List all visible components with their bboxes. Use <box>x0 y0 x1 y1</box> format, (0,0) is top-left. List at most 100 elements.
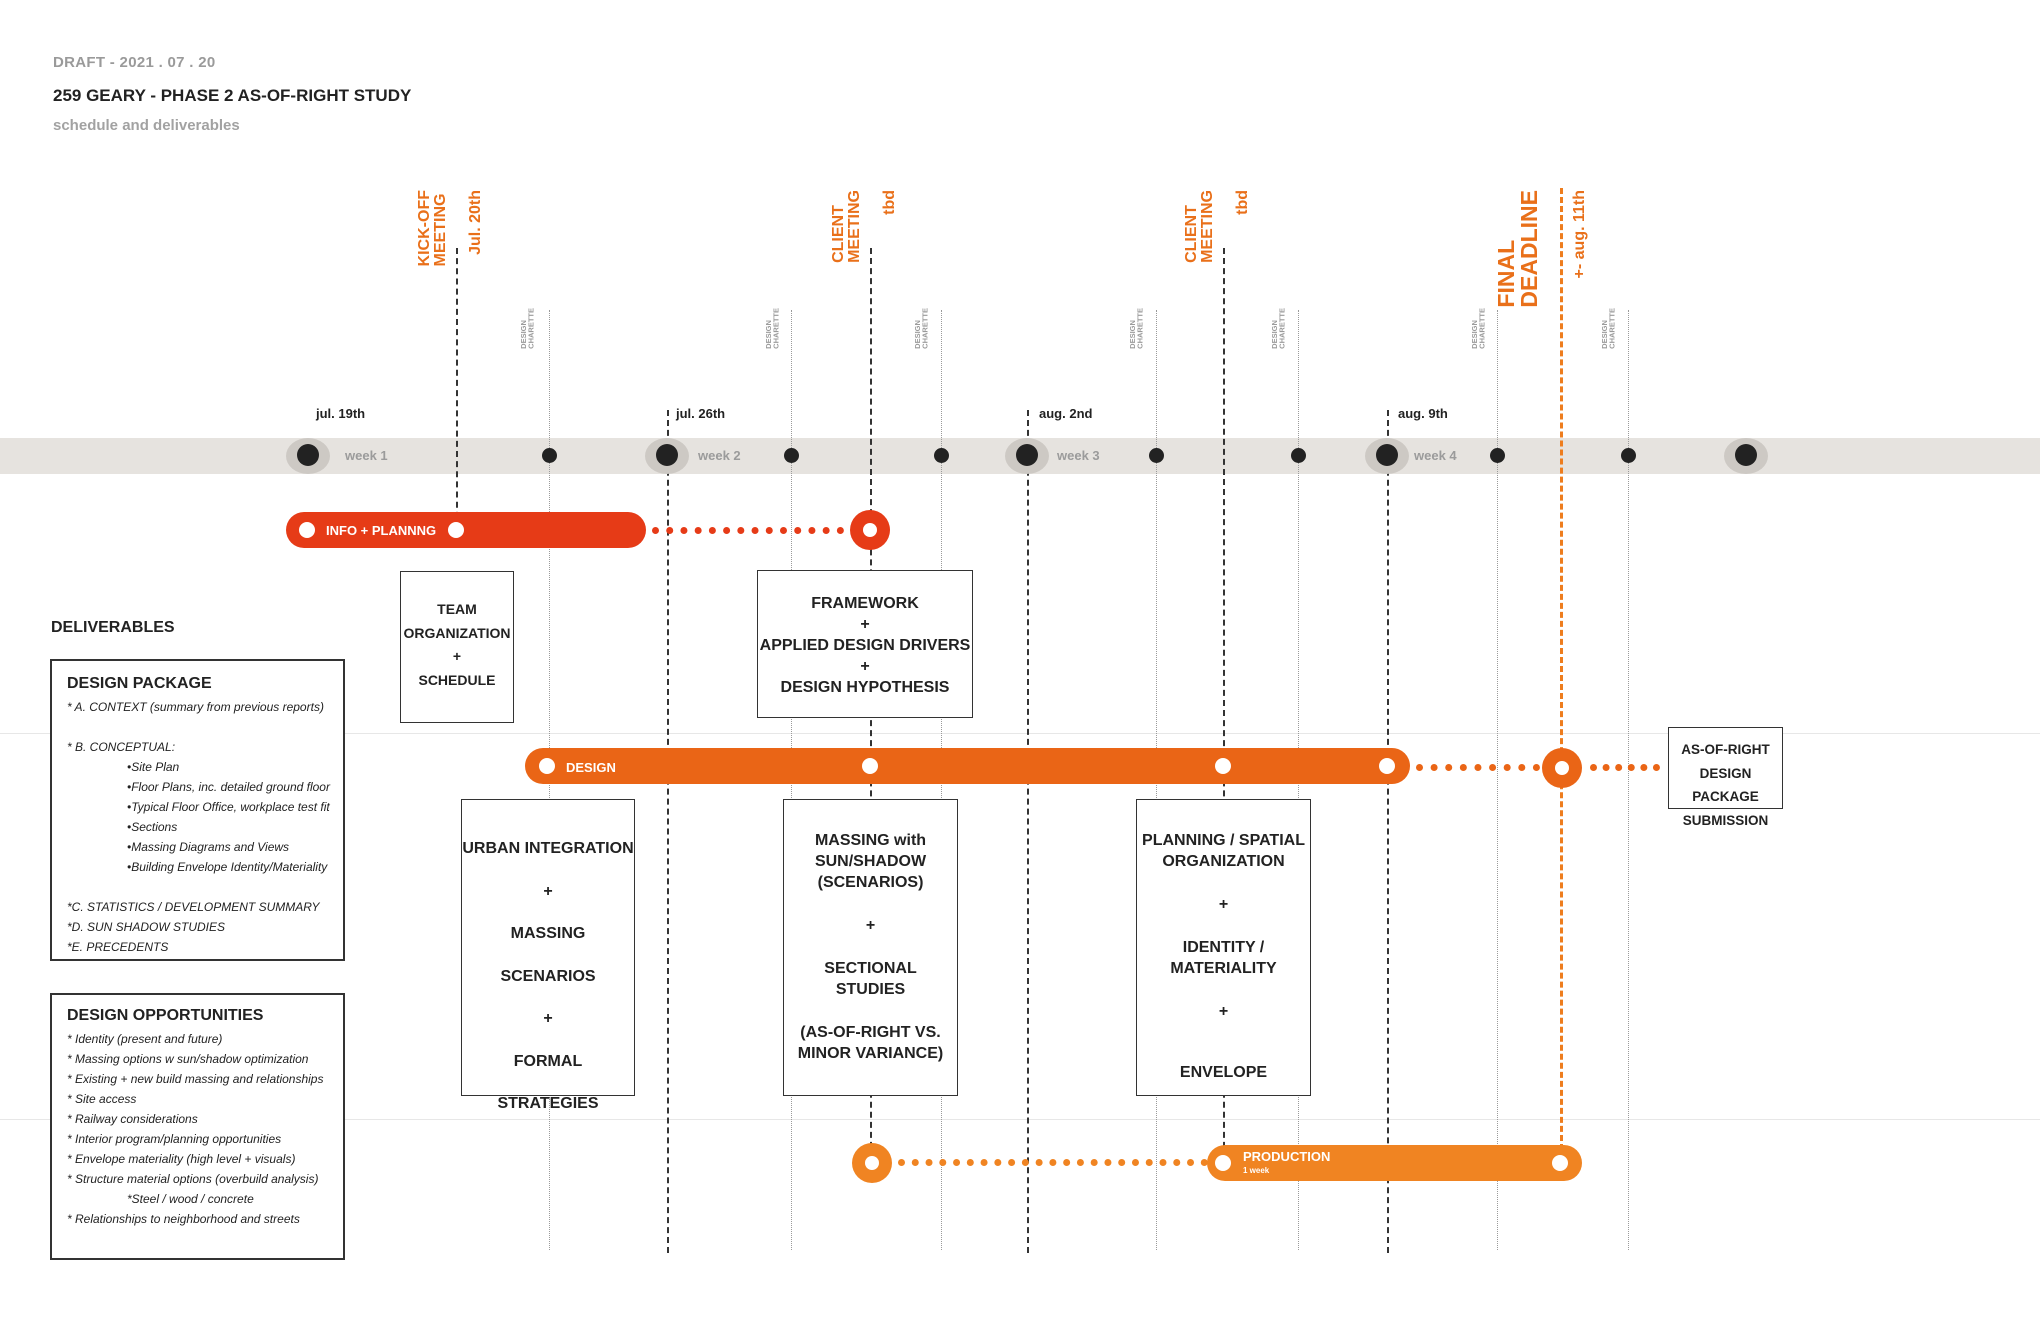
week-label: week 3 <box>1057 448 1100 463</box>
row-divider <box>0 1119 2040 1120</box>
week-label: week 2 <box>698 448 741 463</box>
opportunity-item: * Identity (present and future) <box>67 1032 223 1046</box>
week-boundary-line <box>1387 410 1389 1253</box>
package-item: •Floor Plans, inc. detailed ground floor <box>127 780 330 794</box>
kickoff-date: Jul. 20th <box>467 190 484 255</box>
design-opportunities-title: DESIGN OPPORTUNITIES <box>67 1007 264 1024</box>
design-bar <box>525 748 1410 784</box>
charette-line <box>1628 310 1629 1250</box>
package-item: •Massing Diagrams and Views <box>127 840 290 854</box>
opportunity-item: *Steel / wood / concrete <box>127 1192 254 1206</box>
production-duration: 1 week <box>1243 1166 1270 1175</box>
opportunity-item: * Envelope materiality (high level + vis… <box>67 1152 296 1166</box>
package-item: * B. CONCEPTUAL: <box>67 740 176 754</box>
week-marker-dot <box>656 444 678 466</box>
opportunity-item: * Site access <box>67 1092 137 1106</box>
production-bar <box>1207 1145 1582 1181</box>
client-meeting-2-line <box>1223 248 1225 1168</box>
week-marker-dot <box>1735 444 1757 466</box>
page-subtitle: schedule and deliverables <box>53 117 240 134</box>
page-title: 259 GEARY - PHASE 2 AS-OF-RIGHT STUDY <box>53 86 412 105</box>
package-item: •Typical Floor Office, workplace test fi… <box>127 800 330 814</box>
design-package-panel: DESIGN PACKAGE * A. CONTEXT (summary fro… <box>50 659 345 961</box>
client-meeting-1-date: tbd <box>881 190 898 215</box>
package-item: •Site Plan <box>127 760 180 774</box>
charette-dot <box>1490 448 1505 463</box>
bar-node <box>448 522 464 538</box>
opportunity-item: * Interior program/planning opportunitie… <box>67 1132 282 1146</box>
opportunity-item: * Massing options w sun/shadow optimizat… <box>67 1052 309 1066</box>
opportunity-item: * Existing + new build massing and relat… <box>67 1072 324 1086</box>
week-label: week 1 <box>345 448 388 463</box>
design-opportunities-panel: DESIGN OPPORTUNITIES * Identity (present… <box>50 993 345 1260</box>
bar-node <box>299 522 315 538</box>
bar-node <box>1555 761 1569 775</box>
charette-dot <box>1621 448 1636 463</box>
package-item: * A. CONTEXT (summary from previous repo… <box>67 700 324 714</box>
info-planning-bar <box>286 512 646 548</box>
deliverables-heading: DELIVERABLES <box>51 619 175 636</box>
package-item: *C. STATISTICS / DEVELOPMENT SUMMARY <box>67 900 320 914</box>
bar-node <box>1552 1155 1568 1171</box>
row-divider <box>0 733 2040 734</box>
charette-line <box>1497 310 1498 1250</box>
bar-node <box>865 1156 879 1170</box>
bar-node <box>539 758 555 774</box>
date-label: jul. 19th <box>316 406 366 421</box>
week-marker-dot <box>1376 444 1398 466</box>
kickoff-line <box>456 248 458 528</box>
bar-node <box>862 758 878 774</box>
bar-node <box>863 523 877 537</box>
design-package-title: DESIGN PACKAGE <box>67 675 212 692</box>
bar-node <box>1215 758 1231 774</box>
week-marker-dot <box>297 444 319 466</box>
design-extension <box>1416 764 1540 771</box>
client-meeting-2-date: tbd <box>1234 190 1251 215</box>
opportunity-item: * Railway considerations <box>67 1112 198 1126</box>
week-label: week 4 <box>1414 448 1457 463</box>
production-lead-in <box>898 1159 1208 1166</box>
week-boundary-line <box>1027 410 1029 1253</box>
draft-date: DRAFT - 2021 . 07 . 20 <box>53 54 216 71</box>
framework-box: FRAMEWORK+APPLIED DESIGN DRIVERS+DESIGN … <box>757 570 973 718</box>
opportunity-item: * Relationships to neighborhood and stre… <box>67 1212 300 1226</box>
charette-dot <box>542 448 557 463</box>
final-deadline-date: +- aug. 11th <box>1571 190 1588 279</box>
design-label: DESIGN <box>566 760 616 775</box>
final-deadline-line <box>1560 188 1563 1168</box>
date-label: jul. 26th <box>676 406 726 421</box>
info-planning-extension <box>652 527 844 534</box>
package-item: •Sections <box>127 820 178 834</box>
charette-dot <box>1291 448 1306 463</box>
package-item: *E. PRECEDENTS <box>67 940 169 954</box>
bar-node <box>1379 758 1395 774</box>
package-item: •Building Envelope Identity/Materiality <box>127 860 328 874</box>
date-label: aug. 2nd <box>1039 406 1093 421</box>
opportunity-item: * Structure material options (overbuild … <box>67 1172 319 1186</box>
bar-node <box>1215 1155 1231 1171</box>
urban-integration-box: URBAN INTEGRATION+MASSING SCENARIOS+FORM… <box>461 799 635 1112</box>
production-label: PRODUCTION <box>1243 1149 1331 1164</box>
week-marker-dot <box>1016 444 1038 466</box>
info-planning-label: INFO + PLANNNG <box>326 523 437 538</box>
submission-extension <box>1590 764 1660 771</box>
package-item: *D. SUN SHADOW STUDIES <box>67 920 226 934</box>
charette-dot <box>1149 448 1164 463</box>
week-boundary-line <box>667 410 669 1253</box>
charette-dot <box>934 448 949 463</box>
